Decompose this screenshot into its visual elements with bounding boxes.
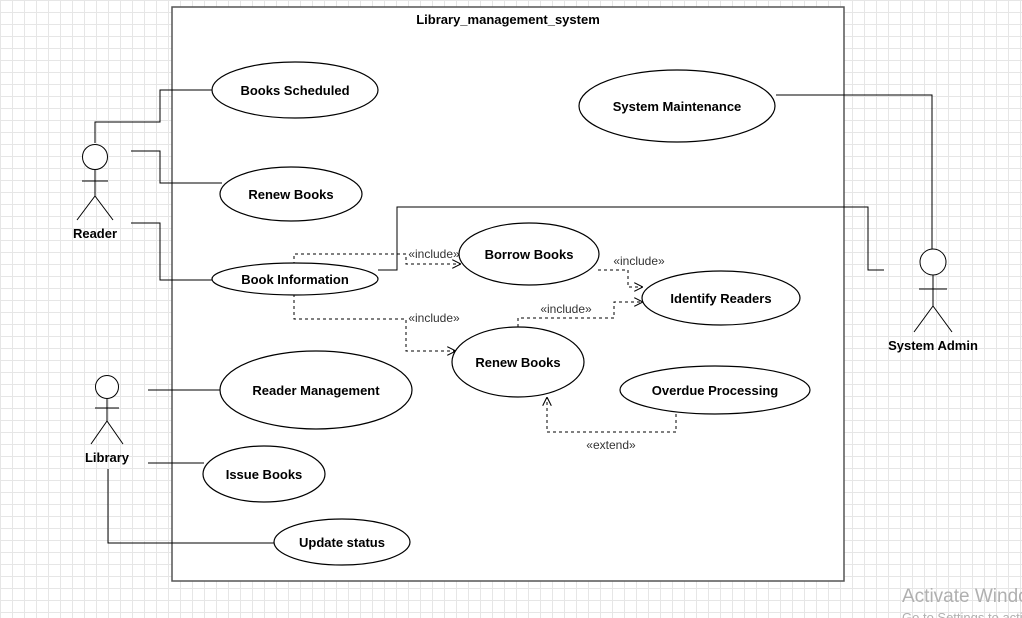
use-case-book-information[interactable]: Book Information	[211, 262, 379, 296]
use-case-books-scheduled[interactable]: Books Scheduled	[211, 61, 379, 119]
reader-actor-icon	[82, 144, 108, 170]
use-case-renew-books-reader[interactable]: Renew Books	[219, 166, 363, 222]
include-label-renew: «include»	[408, 311, 460, 325]
issue-books-label: Issue Books	[226, 467, 303, 482]
actor-library[interactable]	[90, 375, 124, 445]
include-identify-from-borrow	[598, 269, 642, 287]
extend-overdue-renew	[547, 398, 677, 433]
reader-management-label: Reader Management	[252, 383, 380, 398]
use-case-renew-books-inner[interactable]: Renew Books	[451, 326, 585, 398]
books-scheduled-label: Books Scheduled	[240, 83, 349, 98]
dependencies	[293, 253, 677, 433]
use-case-reader-management[interactable]: Reader Management	[219, 350, 413, 430]
use-case-overdue-processing[interactable]: Overdue Processing	[619, 365, 811, 415]
reader-label: Reader	[73, 226, 117, 241]
system-maintenance-label: System Maintenance	[613, 99, 742, 114]
assoc-admin-book-information	[378, 206, 884, 271]
use-case-update-status[interactable]: Update status	[273, 518, 411, 566]
activation-watermark-subtext: Go to Settings to activate Windows.	[902, 610, 1022, 618]
library-actor-icon	[95, 375, 119, 399]
system-admin-label: System Admin	[888, 338, 978, 353]
assoc-library-update-status	[107, 469, 276, 544]
renew-books-reader-label: Renew Books	[248, 187, 333, 202]
use-case-system-maintenance[interactable]: System Maintenance	[578, 69, 776, 143]
system-admin-actor-icon	[919, 248, 947, 276]
include-identify-from-renew	[517, 302, 642, 327]
actor-reader[interactable]	[76, 144, 114, 221]
include-label-borrow: «include»	[408, 247, 460, 261]
library-label: Library	[85, 450, 130, 465]
update-status-label: Update status	[299, 535, 385, 550]
assoc-reader-book-information	[131, 222, 212, 281]
activation-watermark: Activate Windows	[902, 586, 1022, 607]
use-case-identify-readers[interactable]: Identify Readers	[641, 270, 801, 326]
actor-system-admin[interactable]	[913, 248, 953, 333]
borrow-books-label: Borrow Books	[485, 247, 574, 262]
include-borrow-books	[293, 253, 460, 265]
include-label-identify-renew: «include»	[540, 302, 592, 316]
system-title: Library_management_system	[416, 12, 600, 27]
assoc-reader-books-scheduled	[94, 89, 212, 143]
include-label-identify-borrow: «include»	[613, 254, 665, 268]
use-case-issue-books[interactable]: Issue Books	[202, 445, 326, 503]
renew-books-inner-label: Renew Books	[475, 355, 560, 370]
extend-label: «extend»	[586, 438, 636, 452]
identify-readers-label: Identify Readers	[670, 291, 771, 306]
book-information-label: Book Information	[241, 272, 349, 287]
overdue-processing-label: Overdue Processing	[652, 383, 778, 398]
assoc-reader-renew-books	[131, 150, 222, 184]
assoc-admin-system-maintenance	[776, 94, 933, 249]
associations	[94, 89, 933, 544]
use-case-borrow-books[interactable]: Borrow Books	[458, 222, 600, 286]
